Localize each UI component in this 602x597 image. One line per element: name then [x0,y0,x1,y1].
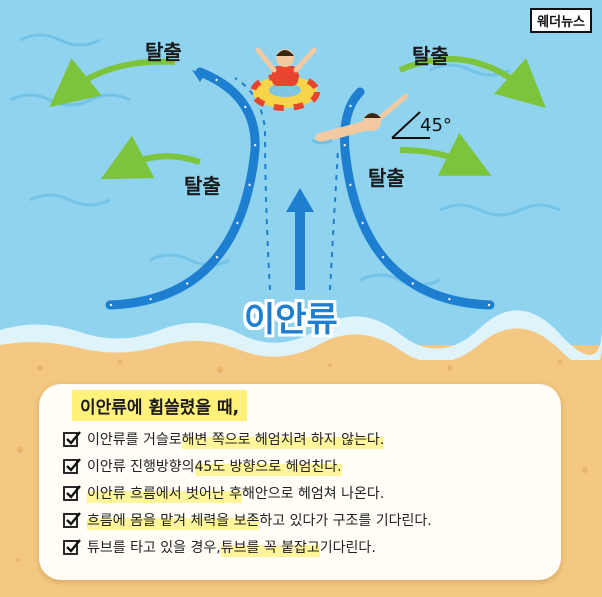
escape-label-mid-right: 탈출 [368,166,405,190]
item-text: 하고 있다가 구조를 기다린다. [259,513,432,529]
flow-line-left [234,77,271,291]
escape-arrow-mid-left [100,135,201,180]
current-up-arrow [286,188,314,290]
current-curve-left [105,67,260,310]
escape-label-top-right: 탈출 [412,44,449,68]
list-item: 이안류를 거슬로 해변 쪽으로 헤엄치려 하지 않는다. [63,428,385,450]
item-text: 튜브를 타고 있을 경우, [87,540,221,556]
check-icon [63,458,81,474]
flow-line-right [329,149,339,291]
sand-dots [16,360,588,562]
angle-label: 45° [420,115,452,136]
item-text: 해안으로 헤엄쳐 나온다. [242,486,385,502]
current-curve-right [340,87,495,310]
item-text: 이안류를 거슬로 [87,432,182,448]
swimmer-diagonal [311,93,409,145]
item-highlight: 흐름에 몸을 맡겨 체력을 보존 [87,510,260,530]
list-item: 이안류 진행방향의 45도 방향으로 헤엄친다. [63,455,342,477]
check-icon [63,512,81,528]
tips-card: 이안류에 휩쓸렸을 때, 이안류를 거슬로 해변 쪽으로 헤엄치려 하지 않는다… [39,384,561,580]
escape-label-top-left: 탈출 [145,40,182,64]
item-highlight: 튜브를 꼭 붙잡고 [220,537,320,557]
list-item: 이안류 흐름에서 벗어난 후 해안으로 헤엄쳐 나온다. [63,482,384,504]
current-arrowhead-left [192,70,205,82]
escape-arrow-mid-right [399,132,492,176]
check-icon [63,485,81,501]
shore-foam [0,310,602,360]
escape-arrow-top-left [49,58,176,108]
angle-marker [391,111,430,139]
item-text: 기다린다. [319,540,376,556]
card-title: 이안류에 휩쓸렸을 때, [72,390,248,421]
list-item: 튜브를 타고 있을 경우, 튜브를 꼭 붙잡고 기다린다. [63,536,376,558]
escape-arrow-top-right [398,56,546,109]
check-icon [63,539,81,555]
swimmer-in-tube [250,47,320,111]
check-icon [63,431,81,447]
item-highlight: 해변 쪽으로 헤엄치려 하지 않는다. [181,429,385,449]
rip-current-label: 이안류 [244,300,338,340]
brand-logo: 웨더뉴스 [530,8,592,33]
item-highlight: 이안류 흐름에서 벗어난 후 [87,483,243,503]
item-text: 이안류 진행방향의 [87,459,195,475]
item-highlight: 45도 방향으로 헤엄친다. [194,456,342,476]
escape-label-mid-left: 탈출 [184,174,221,198]
